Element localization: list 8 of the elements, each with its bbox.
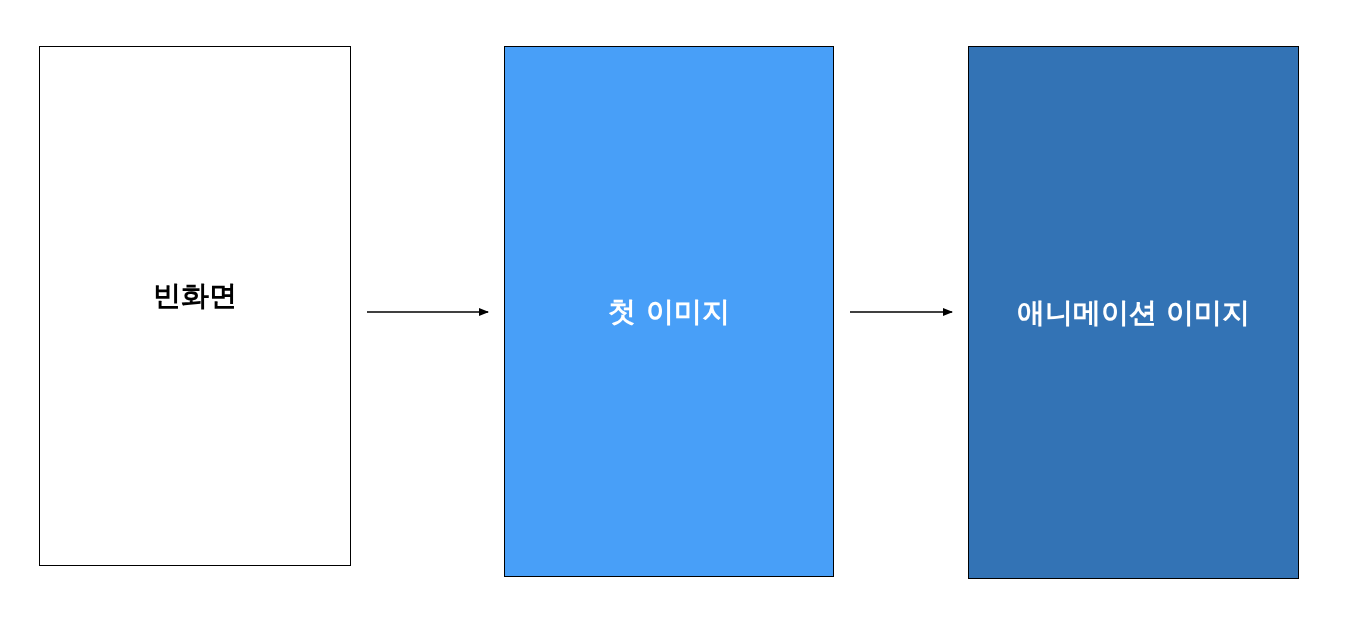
arrow <box>366 308 489 316</box>
screen-label: 첫 이미지 <box>608 293 730 330</box>
arrow <box>849 308 953 316</box>
screen-label: 빈화면 <box>153 278 237 314</box>
screen-label: 애니메이션 이미지 <box>1016 294 1251 331</box>
screen-box <box>968 46 1299 579</box>
screen-box <box>39 46 351 566</box>
screen-box <box>504 46 834 577</box>
